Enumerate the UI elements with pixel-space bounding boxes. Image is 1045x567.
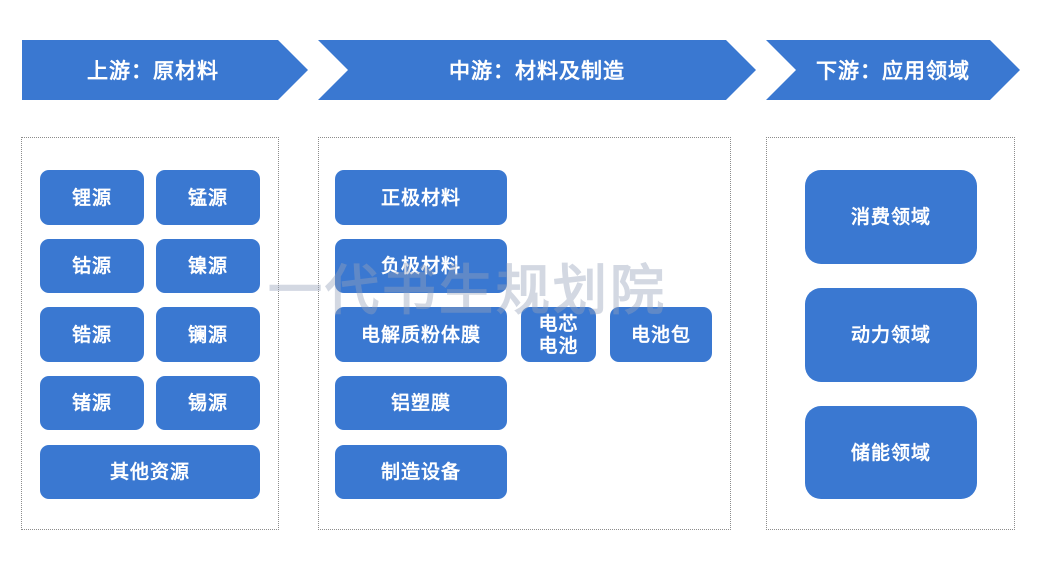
manganese-source-box: 锰源 [156, 170, 260, 225]
cobalt-source-box: 钴源 [40, 239, 144, 293]
cathode-material-box: 正极材料 [335, 170, 507, 225]
midstream-header-label: 中游：材料及制造 [449, 59, 625, 83]
zirconium-source-box: 锆源 [40, 307, 144, 362]
downstream-header-label: 下游：应用领域 [816, 59, 970, 83]
battery-cell-label-line1: 电芯 [538, 312, 579, 335]
upstream-header: 上游：原材料 [22, 40, 308, 100]
aluminum-plastic-film-box: 铝塑膜 [335, 376, 507, 430]
power-field-box: 动力领域 [805, 288, 977, 382]
manufacturing-equipment-box: 制造设备 [335, 445, 507, 499]
germanium-source-box: 锗源 [40, 376, 144, 430]
energy-storage-field-box: 储能领域 [805, 406, 977, 499]
battery-cell-label-line2: 电池 [538, 334, 579, 357]
battery-cell-box: 电芯 电池 [521, 307, 596, 362]
tin-source-box: 锡源 [156, 376, 260, 430]
other-resources-box: 其他资源 [40, 445, 260, 499]
lanthanum-source-box: 镧源 [156, 307, 260, 362]
battery-pack-box: 电池包 [610, 307, 712, 362]
midstream-header: 中游：材料及制造 [318, 40, 756, 100]
nickel-source-box: 镍源 [156, 239, 260, 293]
downstream-header: 下游：应用领域 [766, 40, 1020, 100]
lithium-source-box: 锂源 [40, 170, 144, 225]
upstream-header-label: 上游：原材料 [87, 59, 219, 83]
downstream-panel [766, 137, 1015, 530]
electrolyte-film-box: 电解质粉体膜 [335, 307, 507, 362]
consumer-field-box: 消费领域 [805, 170, 977, 264]
midstream-panel [318, 137, 731, 530]
upstream-panel [21, 137, 279, 530]
anode-material-box: 负极材料 [335, 239, 507, 293]
